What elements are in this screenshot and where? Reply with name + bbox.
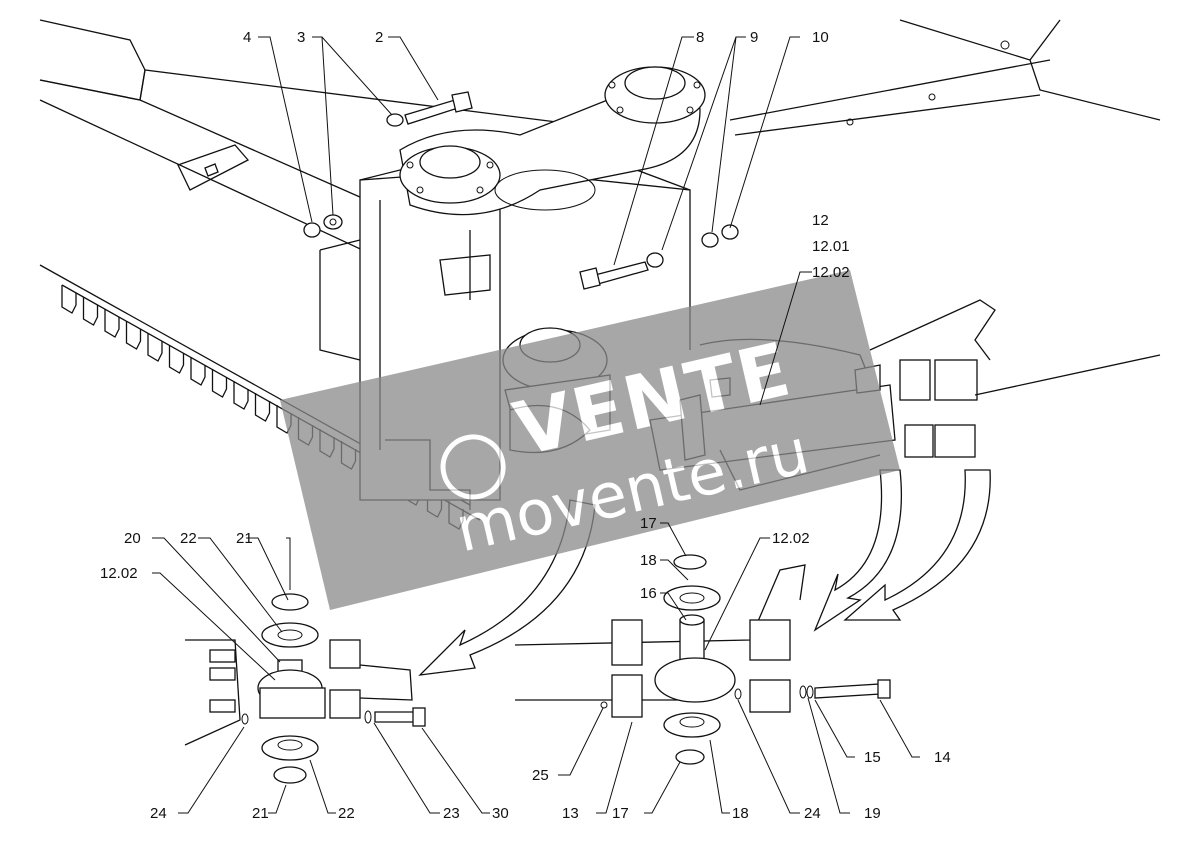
cutter-tooth xyxy=(254,393,271,422)
callout-13: 13 xyxy=(562,805,579,822)
callout-22-top: 22 xyxy=(180,530,197,547)
cutter-tooth xyxy=(125,321,142,350)
callout-30: 30 xyxy=(492,805,509,822)
callout-16: 16 xyxy=(640,585,657,602)
callout-9: 9 xyxy=(750,29,758,46)
right-fork xyxy=(869,299,1161,458)
callout-21-bottom: 21 xyxy=(252,805,269,822)
callout-17-bottom: 17 xyxy=(612,805,629,822)
callout-22-bottom: 22 xyxy=(338,805,355,822)
cutter-tooth xyxy=(233,381,249,410)
callout-15: 15 xyxy=(864,749,881,766)
callout-18-bottom: 18 xyxy=(732,805,749,822)
leader-lines xyxy=(152,36,920,814)
callout-14: 14 xyxy=(934,749,951,766)
callout-25: 25 xyxy=(532,767,549,784)
callout-10: 10 xyxy=(812,29,829,46)
callout-2: 2 xyxy=(375,29,383,46)
callout-labels: 4 3 2 8 9 10 12 12.01 12.02 20 22 21 12.… xyxy=(100,29,951,822)
callout-20: 20 xyxy=(124,530,141,547)
detail-right xyxy=(514,554,891,765)
callout-19: 19 xyxy=(864,805,881,822)
machine-frame xyxy=(39,19,1161,301)
callout-12-02-right: 12.02 xyxy=(772,530,810,547)
detail-arrows xyxy=(418,469,991,676)
cutter-tooth xyxy=(147,333,163,362)
callout-24-left: 24 xyxy=(150,805,167,822)
upper-crank-arm xyxy=(399,66,706,216)
cutter-tooth xyxy=(190,357,206,386)
callout-24-right: 24 xyxy=(804,805,821,822)
cutter-tooth xyxy=(211,369,228,398)
callout-4: 4 xyxy=(243,29,251,46)
detail-left xyxy=(184,593,426,784)
callout-12-02-top: 12.02 xyxy=(812,264,850,281)
cutter-tooth xyxy=(168,345,185,374)
top-fasteners xyxy=(303,91,739,290)
callout-12-01: 12.01 xyxy=(812,238,850,255)
callout-12: 12 xyxy=(812,212,829,229)
callout-17-top: 17 xyxy=(640,515,657,532)
callout-3: 3 xyxy=(297,29,305,46)
callout-12-02-left: 12.02 xyxy=(100,565,138,582)
callout-23: 23 xyxy=(443,805,460,822)
callout-18-top: 18 xyxy=(640,552,657,569)
cutter-tooth xyxy=(82,297,99,326)
cutter-tooth xyxy=(61,285,77,314)
callout-21-top: 21 xyxy=(236,530,253,547)
cutter-tooth xyxy=(104,309,120,338)
callout-8: 8 xyxy=(696,29,704,46)
